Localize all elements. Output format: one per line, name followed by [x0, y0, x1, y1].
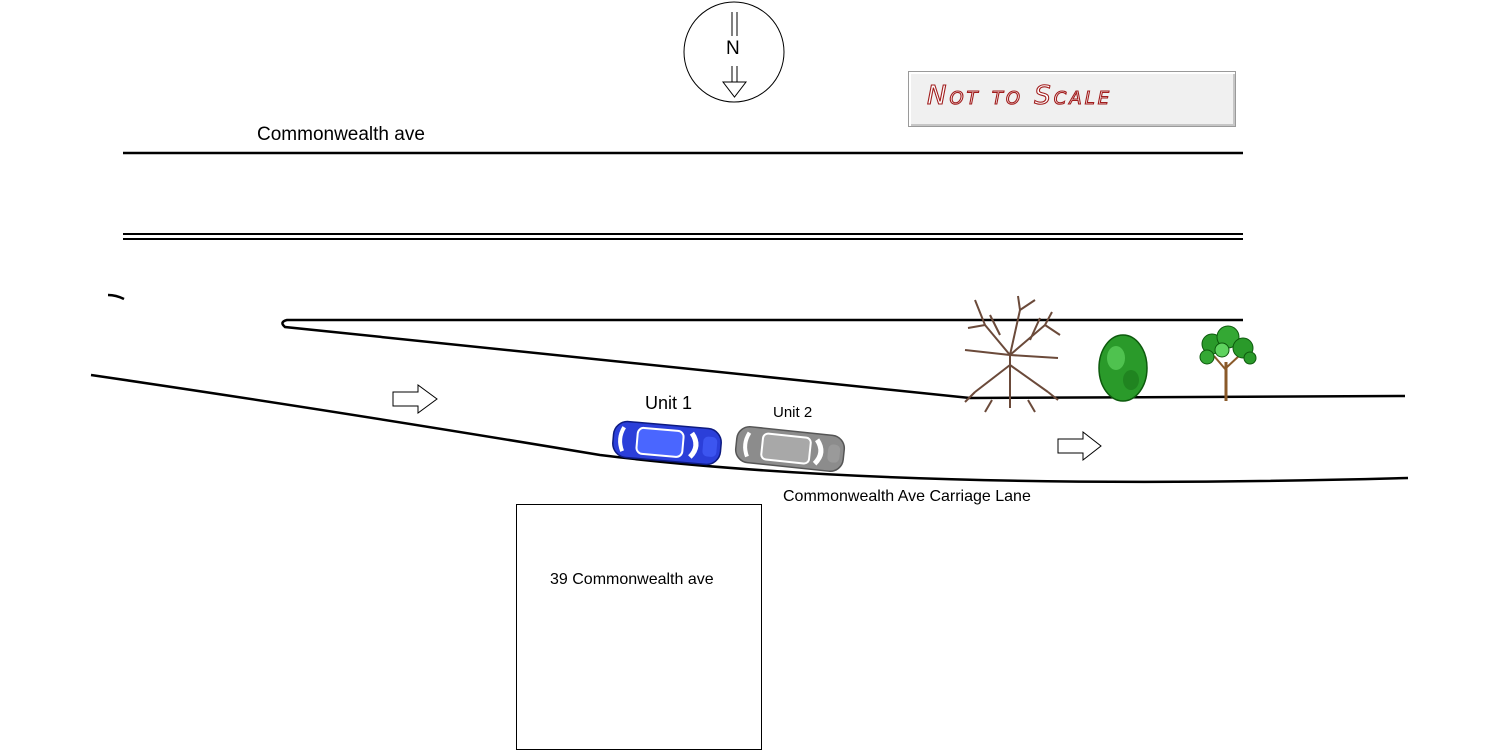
bare-tree-icon [964, 295, 1061, 413]
building-label: 39 Commonwealth ave [550, 571, 714, 588]
leafy-tree-icon [1199, 325, 1257, 401]
unit-2-car-icon [734, 425, 846, 473]
street-label: Commonwealth ave [257, 124, 425, 145]
unit-1-label: Unit 1 [645, 393, 693, 413]
carriage-lane-south-edge [90, 373, 1409, 484]
shrub-icon [1098, 334, 1148, 402]
north-label: N [726, 38, 740, 59]
north-arrow-icon [683, 1, 785, 103]
median-island [281, 318, 1406, 400]
unit-1-car-icon [612, 420, 722, 466]
not-to-scale-banner: Not to Scale [908, 71, 1236, 127]
direction-arrow-icon [392, 384, 438, 414]
carriage-lane-label: Commonwealth Ave Carriage Lane [783, 488, 1031, 505]
direction-arrow-icon [1057, 430, 1102, 462]
building-39 [516, 504, 762, 750]
scale-note: Not to Scale [926, 80, 1113, 111]
curb-mark [107, 293, 125, 301]
unit-2-label: Unit 2 [773, 404, 813, 421]
